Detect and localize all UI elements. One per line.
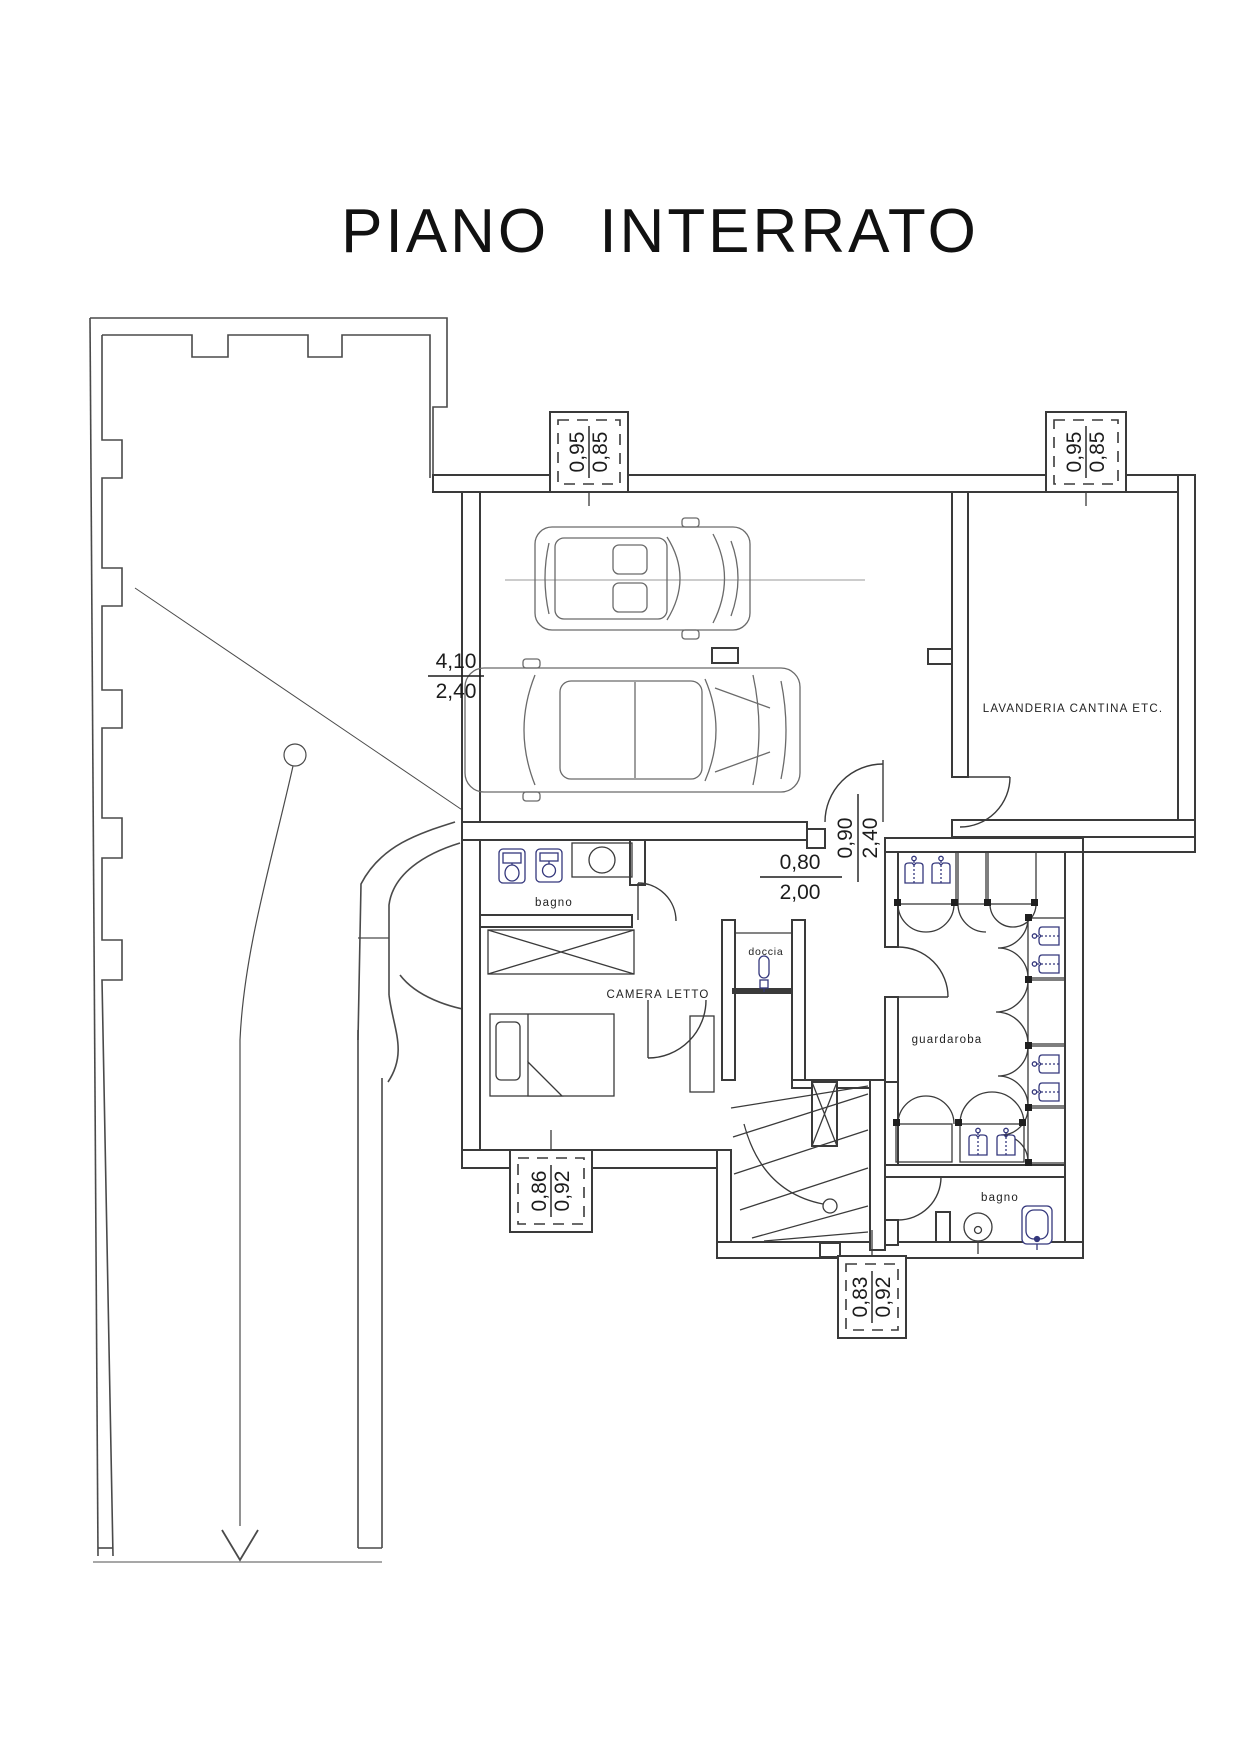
driveway-ramp (89, 317, 481, 1563)
shower-head-icon (758, 955, 770, 992)
washbasin-counter (571, 842, 633, 878)
dim-window-tr-width: 0,95 (1063, 432, 1086, 473)
door-wardrobe (897, 946, 949, 998)
door-bath-upper (637, 882, 677, 922)
dim-window-stairs-width: 0,83 (849, 1277, 872, 1318)
garage-pillar-1 (711, 647, 739, 664)
wall-garage-south (461, 821, 808, 841)
wall-laundry-west (951, 491, 969, 778)
wall-stair-west (716, 1149, 732, 1251)
doors (637, 760, 1011, 1221)
dim-hall-door: 0,80 2,00 (760, 851, 842, 904)
dim-window-tr-height: 0,85 (1086, 432, 1109, 473)
wall-stub-bath-lower (935, 1211, 951, 1243)
car-2 (464, 658, 801, 802)
car-1 (534, 517, 751, 640)
wall-shower-west (721, 919, 736, 1081)
wall-east-lower (1064, 851, 1084, 1259)
room-labels: LAVANDERIA CANTINA ETC. bagno CAMERA LET… (535, 703, 1164, 1204)
washbasin-icon (588, 846, 616, 874)
dim-window-tl-width: 0,95 (566, 432, 589, 473)
nightstand (689, 1015, 715, 1093)
shaft-crossed (811, 1081, 838, 1147)
dim-window-bedroom-height: 0,92 (551, 1171, 574, 1212)
dimension-annotations: 4,10 2,40 0,90 2,40 0,80 2,00 (428, 650, 882, 904)
shower-threshold (732, 988, 792, 994)
window-stairs: 0,83 0,92 (837, 1230, 907, 1339)
windows: 0,95 0,85 0,95 0,85 0,86 0,92 (509, 411, 1127, 1339)
wall-shower-east (791, 919, 806, 1081)
wall-wardrobe-north (884, 837, 1084, 853)
bathroom-upper-fixtures (498, 842, 633, 884)
door-bath-lower (897, 1176, 942, 1221)
wall-wardrobe-west-b (884, 996, 899, 1083)
closet-jambs (893, 899, 1038, 1166)
toilet-icon (498, 848, 526, 884)
window-top-right: 0,95 0,85 (1045, 411, 1127, 506)
bidet-icon (535, 848, 563, 883)
wall-step-southeast (1082, 836, 1196, 853)
shelf-unit-east-1 (1027, 979, 1066, 1045)
toilet-lower-icon (1021, 1205, 1053, 1250)
cars (464, 517, 865, 802)
wall-stub-bottom (819, 1242, 841, 1258)
closet-crossed (487, 929, 635, 975)
door-garage-hall (824, 760, 884, 823)
door-laundry (959, 776, 1011, 828)
dim-window-tl-height: 0,85 (589, 432, 612, 473)
label-bedroom: CAMERA LETTO (606, 989, 709, 1001)
svg-text:2,40: 2,40 (859, 818, 882, 859)
dim-garage-entrance: 4,10 2,40 (428, 650, 484, 703)
svg-text:4,10: 4,10 (436, 650, 477, 673)
pedestal-sink-icon (963, 1212, 993, 1254)
dim-garage-hall-door: 0,90 2,40 (834, 794, 882, 882)
wall-stair-east (869, 1079, 886, 1251)
shelf-unit-south (895, 1123, 953, 1163)
drive-direction-arrow (221, 765, 294, 1562)
window-bedroom: 0,86 0,92 (509, 1130, 593, 1233)
wall-bath-lower-west (884, 1219, 899, 1246)
svg-text:2,00: 2,00 (780, 881, 821, 904)
garage-pillar-2 (927, 648, 953, 665)
wall-bath-south (479, 914, 633, 928)
page-title: PIANO INTERRATO (341, 197, 979, 266)
svg-text:0,90: 0,90 (834, 818, 857, 859)
shower-room (732, 932, 792, 994)
label-shower: doccia (748, 946, 783, 958)
wall-laundry-south (951, 819, 1196, 838)
stair-walkline (743, 1123, 824, 1205)
svg-text:2,40: 2,40 (436, 680, 477, 703)
bathroom-lower-fixtures (963, 1205, 1053, 1254)
wall-jamb-step (806, 828, 826, 849)
label-bathroom-lower: bagno (981, 1192, 1019, 1204)
dim-window-bedroom-width: 0,86 (528, 1171, 551, 1212)
door-bedroom (647, 999, 707, 1059)
wall-wardrobe-south (884, 1164, 1066, 1178)
wardrobe-units (893, 851, 1066, 1166)
dim-window-stairs-height: 0,92 (872, 1277, 895, 1318)
window-top-left: 0,95 0,85 (549, 411, 629, 506)
label-wardrobe: guardaroba (912, 1034, 983, 1046)
svg-text:0,80: 0,80 (780, 851, 821, 874)
label-bathroom-upper: bagno (535, 897, 573, 909)
bedroom-furniture (487, 929, 715, 1097)
stair-walkline-start (822, 1198, 838, 1214)
stairs (730, 1085, 869, 1242)
bed (489, 1013, 615, 1097)
wall-east-upper (1177, 474, 1196, 853)
shelf-unit-north (987, 851, 1037, 905)
ramp-pivot-circle (283, 743, 307, 767)
shelf-unit-east-2 (1027, 1107, 1066, 1164)
label-laundry: LAVANDERIA CANTINA ETC. (983, 703, 1164, 715)
